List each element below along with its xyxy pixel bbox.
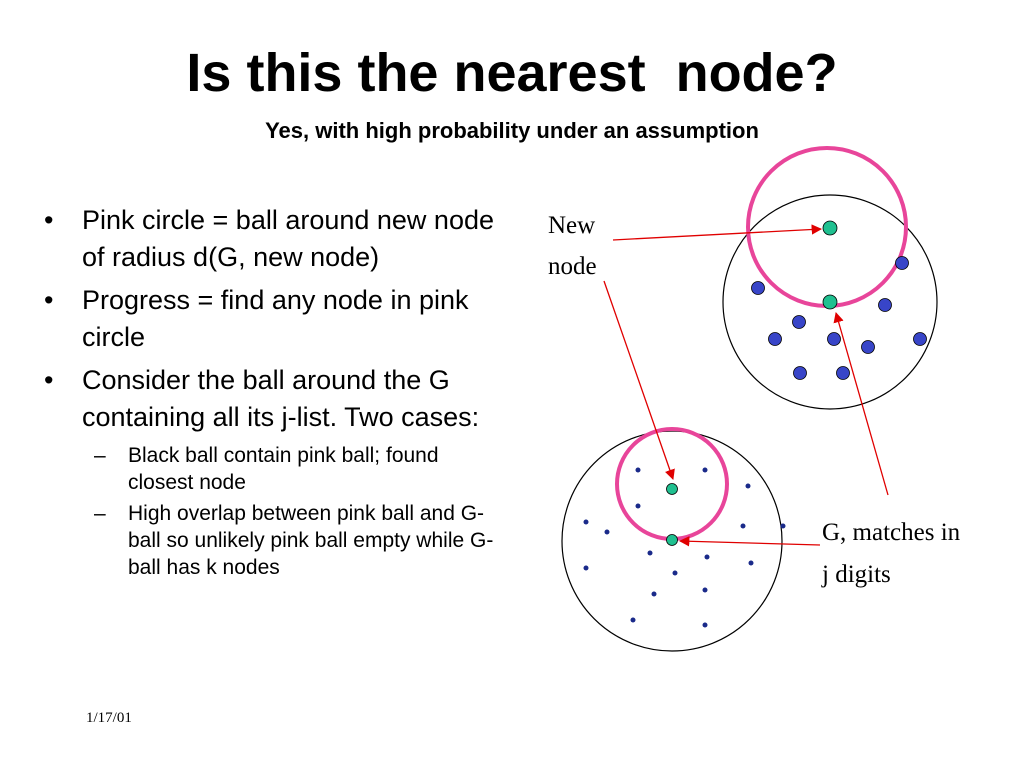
bullet-text: Progress = find any node in pink circle <box>82 285 469 352</box>
node-dot-icon <box>793 366 807 380</box>
node-dot-icon <box>768 332 782 346</box>
bullet-dot-icon: • <box>44 285 54 315</box>
node-dot-icon <box>635 503 641 509</box>
arrow-icon <box>603 280 675 480</box>
node-dot-icon <box>702 622 708 628</box>
g-node-dot-top <box>822 294 838 310</box>
node-dot-icon <box>913 332 927 346</box>
node-dot-icon <box>878 298 892 312</box>
bullet-text: Consider the ball around the G containin… <box>82 365 480 432</box>
bullet-item: • Pink circle = ball around new node of … <box>44 202 494 276</box>
node-dot-icon <box>751 281 765 295</box>
node-dot-icon <box>740 523 746 529</box>
node-dot-icon <box>792 315 806 329</box>
new-node-dot-bottom <box>666 483 678 495</box>
bullet-text: Pink circle = ball around new node of ra… <box>82 205 495 272</box>
sub-bullet-text: High overlap between pink ball and G-bal… <box>128 502 494 579</box>
g-ball-top <box>722 194 938 410</box>
bullet-item: • Consider the ball around the G contain… <box>44 362 494 436</box>
arrow-icon <box>612 224 823 241</box>
g-node-dot-bottom <box>666 534 678 546</box>
label-new-node-line1: New <box>548 212 595 239</box>
sub-bullet-item: – High overlap between pink ball and G-b… <box>94 500 494 581</box>
node-dot-icon <box>647 550 653 556</box>
bullet-dot-icon: • <box>44 365 54 395</box>
bullet-dot-icon: • <box>44 205 54 235</box>
sub-bullet-item: – Black ball contain pink ball; found cl… <box>94 442 494 496</box>
arrow-icon <box>678 536 821 547</box>
new-node-dot-top <box>822 220 838 236</box>
arrow-icon <box>833 312 889 496</box>
blue-nodes-top <box>751 256 927 380</box>
node-dot-icon <box>702 587 708 593</box>
node-dot-icon <box>702 467 708 473</box>
node-dot-icon <box>630 617 636 623</box>
node-dot-icon <box>780 523 786 529</box>
node-dot-icon <box>672 570 678 576</box>
sub-bullet-text: Black ball contain pink ball; found clos… <box>128 444 439 494</box>
node-dot-icon <box>748 560 754 566</box>
node-dot-icon <box>704 554 710 560</box>
dash-icon: – <box>94 444 106 467</box>
bullet-list: • Pink circle = ball around new node of … <box>44 202 494 585</box>
slide-title: Is this the nearest node? <box>186 43 838 103</box>
node-dot-icon <box>745 483 751 489</box>
label-g-line2: j digits <box>821 561 891 588</box>
node-dot-icon <box>895 256 909 270</box>
node-dot-icon <box>651 591 657 597</box>
label-g-line1: G, matches in <box>822 519 961 546</box>
node-dot-icon <box>861 340 875 354</box>
node-dot-icon <box>836 366 850 380</box>
bullet-item: • Progress = find any node in pink circl… <box>44 282 494 356</box>
slide-subtitle: Yes, with high probability under an assu… <box>265 118 759 143</box>
label-new-node-line2: node <box>548 253 597 280</box>
dash-icon: – <box>94 502 106 525</box>
footer-date: 1/17/01 <box>86 710 132 726</box>
node-dot-icon <box>583 519 589 525</box>
node-dot-icon <box>827 332 841 346</box>
node-dot-icon <box>635 467 641 473</box>
node-dot-icon <box>604 529 610 535</box>
arrows <box>603 224 889 547</box>
blue-nodes-bottom <box>583 467 786 628</box>
node-dot-icon <box>583 565 589 571</box>
